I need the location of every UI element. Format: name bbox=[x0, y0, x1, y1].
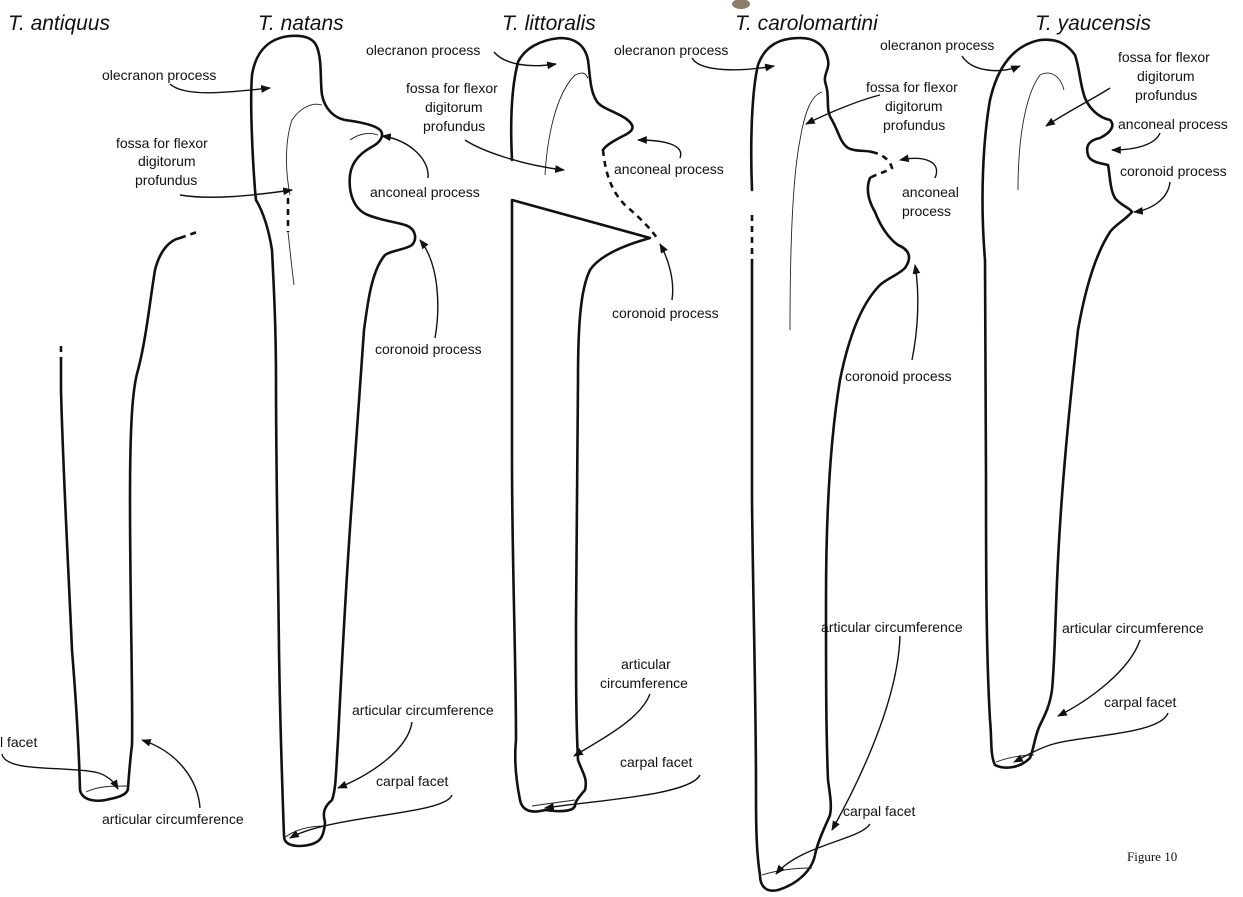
carpal-facet-label: carpal facet bbox=[1104, 694, 1176, 710]
carpal-facet-arrow bbox=[1014, 713, 1168, 762]
fossa-label-line-3: profundus bbox=[1135, 87, 1197, 103]
olecranon-process-arrow bbox=[962, 56, 1020, 71]
specimen-natans: T. natans olecranon process fossa for fl… bbox=[102, 12, 494, 846]
carpal-facet-arrow bbox=[2, 754, 118, 789]
fossa-label-line-1: fossa for flexor bbox=[1118, 49, 1210, 65]
anconeal-process-label: anconeal process bbox=[1118, 116, 1228, 132]
ulna-outline bbox=[511, 38, 657, 812]
coronoid-process-arrow bbox=[1134, 182, 1170, 212]
fossa-label-line-1: fossa for flexor bbox=[116, 135, 208, 151]
anconeal-label-line-1: anconeal bbox=[902, 184, 959, 200]
fossa-label-line-2: digitorum bbox=[1137, 68, 1195, 84]
olecranon-process-label: olecranon process bbox=[102, 67, 216, 83]
articular-circumference-arrow bbox=[574, 694, 650, 756]
carpal-facet-label: l facet bbox=[0, 734, 37, 750]
fossa-arrow bbox=[180, 190, 292, 197]
anconeal-process-label: anconeal process bbox=[370, 184, 480, 200]
fossa-label-line-2: digitorum bbox=[138, 153, 196, 169]
carpal-facet-arrow bbox=[290, 795, 452, 838]
articular-label-line-2: circumference bbox=[600, 675, 688, 691]
fossa-label-line-1: fossa for flexor bbox=[406, 80, 498, 96]
specimen-littoralis: T. littoralis olecranon process fossa fo… bbox=[366, 12, 724, 812]
coronoid-process-label: coronoid process bbox=[845, 368, 952, 384]
olecranon-process-arrow bbox=[692, 58, 774, 70]
articular-circumference-label: articular circumference bbox=[1062, 620, 1204, 636]
olecranon-process-label: olecranon process bbox=[614, 42, 728, 58]
carpal-facet-label: carpal facet bbox=[376, 773, 448, 789]
carpal-facet-label: carpal facet bbox=[843, 803, 915, 819]
fossa-label-line-3: profundus bbox=[883, 117, 945, 133]
ulna-outline bbox=[751, 38, 909, 891]
articular-circumference-label: articular circumference bbox=[352, 702, 494, 718]
articular-circumference-arrow bbox=[832, 636, 900, 830]
specimen-title: T. natans bbox=[258, 12, 344, 35]
specimen-title: T. littoralis bbox=[502, 12, 596, 35]
olecranon-process-arrow bbox=[170, 84, 270, 93]
fossa-label-line-3: profundus bbox=[135, 172, 197, 188]
specimen-title: T. yaucensis bbox=[1035, 12, 1151, 35]
fossa-arrow bbox=[1046, 88, 1110, 126]
anconeal-process-label: anconeal process bbox=[614, 161, 724, 177]
coronoid-process-arrow bbox=[660, 244, 673, 300]
fossa-arrow bbox=[465, 140, 564, 170]
ulna-outline bbox=[61, 232, 197, 801]
fossa-label-line-2: digitorum bbox=[885, 98, 943, 114]
articular-circumference-label: articular circumference bbox=[102, 811, 244, 827]
olecranon-process-label: olecranon process bbox=[366, 42, 480, 58]
specimen-fragment-mark bbox=[732, 0, 750, 9]
anconeal-label-line-2: process bbox=[902, 203, 951, 219]
anconeal-process-arrow bbox=[1112, 133, 1160, 150]
figure-caption: Figure 10 bbox=[1127, 849, 1177, 864]
articular-label-line-1: articular bbox=[621, 656, 671, 672]
anconeal-arrow bbox=[900, 158, 937, 178]
coronoid-process-label: coronoid process bbox=[612, 305, 719, 321]
coronoid-process-label: coronoid process bbox=[1120, 163, 1227, 179]
ulna-outline bbox=[251, 36, 415, 846]
ulna-outline bbox=[983, 40, 1132, 768]
anconeal-process-arrow bbox=[382, 136, 428, 178]
coronoid-process-label: coronoid process bbox=[375, 341, 482, 357]
specimen-title: T. antiquus bbox=[8, 12, 110, 35]
fossa-label-line-3: profundus bbox=[423, 118, 485, 134]
carpal-facet-arrow bbox=[545, 775, 700, 808]
specimen-title: T. carolomartini bbox=[735, 12, 879, 35]
articular-circumference-label: articular circumference bbox=[821, 619, 963, 635]
anconeal-process-arrow bbox=[638, 140, 681, 158]
coronoid-process-arrow bbox=[912, 265, 918, 360]
olecranon-process-label: olecranon process bbox=[880, 37, 994, 53]
articular-circumference-arrow bbox=[142, 740, 200, 808]
fossa-arrow bbox=[806, 95, 880, 124]
fossa-label-line-2: digitorum bbox=[425, 99, 483, 115]
fossa-label-line-1: fossa for flexor bbox=[866, 79, 958, 95]
carpal-facet-label: carpal facet bbox=[620, 754, 692, 770]
coronoid-process-arrow bbox=[420, 240, 438, 338]
